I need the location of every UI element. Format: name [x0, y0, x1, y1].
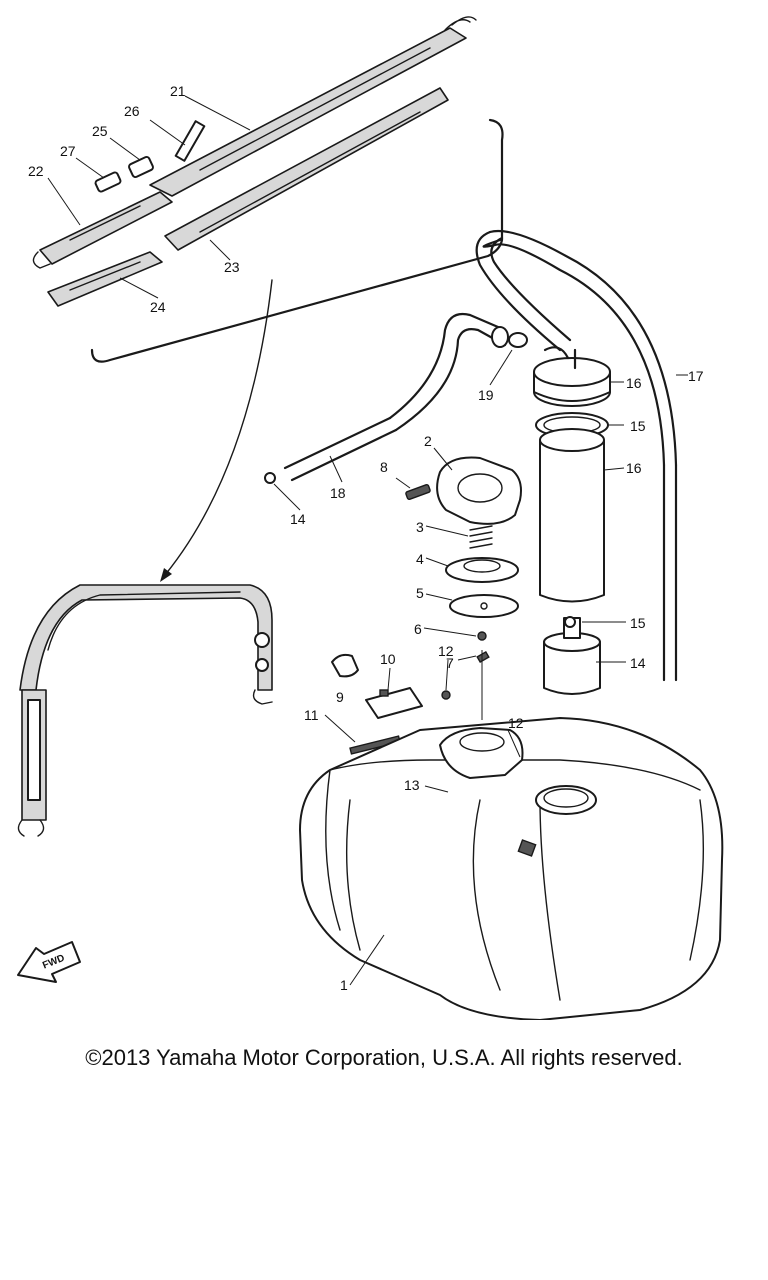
copyright-notice: ©2013 Yamaha Motor Corporation, U.S.A. A…	[85, 1045, 683, 1070]
callout-26: 25	[92, 123, 108, 139]
filter-cap-18	[533, 346, 611, 407]
callout-3: 3	[416, 519, 424, 535]
fastener-28	[94, 171, 122, 193]
clamp-15a	[264, 472, 276, 484]
fastener-27	[174, 120, 206, 162]
strap-22	[149, 16, 477, 197]
part-7	[476, 650, 490, 664]
callout-11: 11	[304, 707, 319, 723]
spring-3	[469, 525, 493, 549]
callout-10: 10	[380, 651, 396, 667]
clamp-21	[508, 332, 528, 348]
main-leaders	[273, 349, 688, 986]
bolt-12a	[441, 690, 451, 700]
part-6	[477, 631, 487, 641]
callout-15-right: 15	[630, 615, 646, 631]
callout-12-lower: 12	[508, 715, 524, 731]
callout-19: 17	[688, 368, 704, 384]
callout-8: 8	[380, 459, 388, 475]
callout-15-left: 14	[290, 511, 306, 527]
callout-21: 19	[478, 387, 494, 403]
bolt-8	[405, 484, 431, 500]
callout-9: 9	[336, 689, 344, 705]
callout-16: 16	[626, 460, 642, 476]
mounted-bracket	[17, 584, 273, 837]
inset-leaders	[47, 95, 251, 299]
inset-panel	[90, 118, 504, 363]
callout-4: 4	[416, 551, 424, 567]
callout-labels: 21 26 25 27 22 23 24 2 8 3 4 5 6 7 10 12…	[28, 83, 704, 993]
callout-6: 6	[414, 621, 422, 637]
callout-28: 27	[60, 143, 76, 159]
callout-22: 21	[170, 83, 186, 99]
callout-14: 14	[630, 655, 646, 671]
fuel-tank-exploded-diagram: FWD	[17, 16, 724, 1020]
callout-17: 15	[630, 418, 646, 434]
strap-23	[32, 191, 173, 269]
hose-20	[283, 312, 509, 482]
callout-23: 22	[28, 163, 44, 179]
fwd-arrow-badge: FWD	[17, 941, 81, 983]
callout-7: 7	[446, 655, 454, 671]
location-arrow	[160, 279, 273, 582]
callout-27: 26	[124, 103, 140, 119]
hose-19	[475, 229, 678, 682]
callout-18: 16	[626, 375, 642, 391]
callout-13: 13	[404, 777, 420, 793]
callout-12-upper: 12	[438, 643, 454, 659]
strap-24	[164, 87, 449, 251]
gasket-5	[449, 594, 519, 618]
callout-2: 2	[424, 433, 432, 449]
callout-20: 18	[330, 485, 346, 501]
part-9	[331, 653, 359, 678]
seat-4	[445, 557, 519, 583]
fuel-tank-1	[299, 717, 724, 1020]
plate-10	[365, 687, 423, 719]
filter-body-16	[539, 428, 605, 603]
callout-1: 1	[340, 977, 348, 993]
clamp-15b	[564, 616, 576, 628]
callout-24: 23	[224, 259, 240, 275]
callout-5: 5	[416, 585, 424, 601]
filter-element-14	[543, 617, 601, 695]
strap-25	[47, 251, 163, 307]
cap-2	[436, 456, 522, 525]
callout-25: 24	[150, 299, 166, 315]
fastener-26	[128, 155, 154, 179]
